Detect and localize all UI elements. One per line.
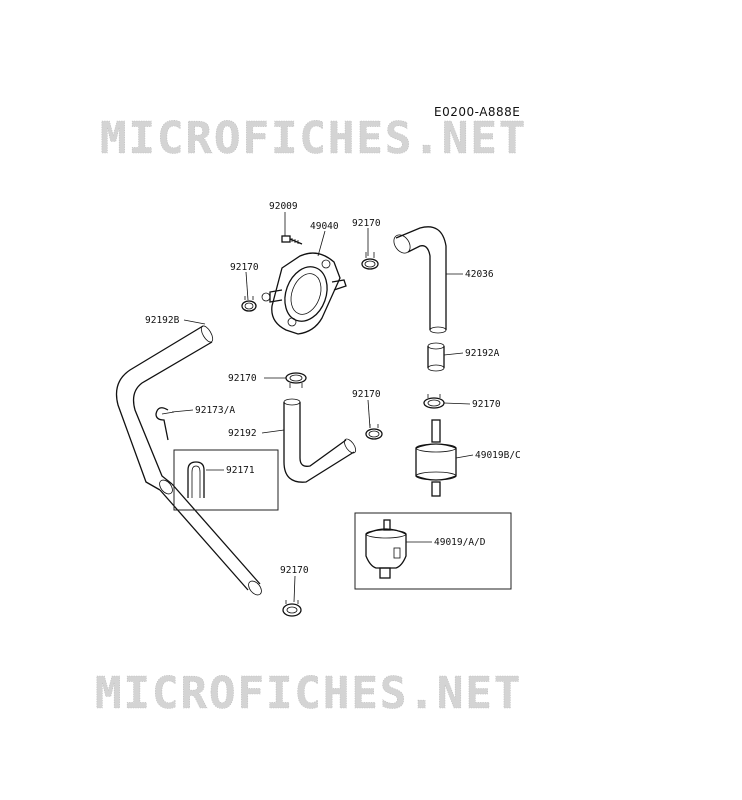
box-92171 [173,449,279,511]
fuel-valve-49040 [261,252,347,335]
clamp-92170-left [241,296,257,312]
fuel-filter-49019AD [365,519,407,579]
watermark-top: MICROFICHES.NET [100,113,527,164]
label-92170-mid: 92170 [228,373,257,384]
watermark-bottom: MICROFICHES.NET [95,668,522,719]
clamp-92170-right-lower [365,424,383,440]
label-92170-left: 92170 [230,262,259,273]
label-42036: 42036 [465,269,494,280]
clip-92173A [155,407,175,441]
label-49040: 49040 [310,221,339,232]
label-49019AD: 49019/A/D [434,537,486,548]
label-92171: 92171 [226,465,255,476]
diagram-code: E0200-A888E [434,105,520,119]
screw-92009 [281,235,303,245]
clamp-92170-mid [285,372,307,388]
leader-lines [171,212,474,603]
hose-42036 [393,226,447,334]
fuel-filter-49019BC [415,419,457,497]
label-92173A: 92173/A [195,405,235,416]
label-92170-top: 92170 [352,218,381,229]
label-92170-bottom: 92170 [280,565,309,576]
label-92170-right-b: 92170 [472,399,501,410]
label-49019BC: 49019B/C [475,450,521,461]
label-92192B: 92192B [145,315,180,326]
label-92192: 92192 [228,428,257,439]
clamp-92170-top [361,252,379,270]
clip-92171 [187,461,205,498]
label-92170-right-a: 92170 [352,389,381,400]
box-49019AD [354,512,512,590]
clamp-92170-bottom [282,600,302,617]
label-92192A: 92192A [465,348,500,359]
hose-92192 [283,398,357,483]
clamp-92170-right-upper [423,394,445,409]
label-92009: 92009 [269,201,298,212]
hose-92192A [427,342,445,372]
hose-92192B [115,325,262,596]
